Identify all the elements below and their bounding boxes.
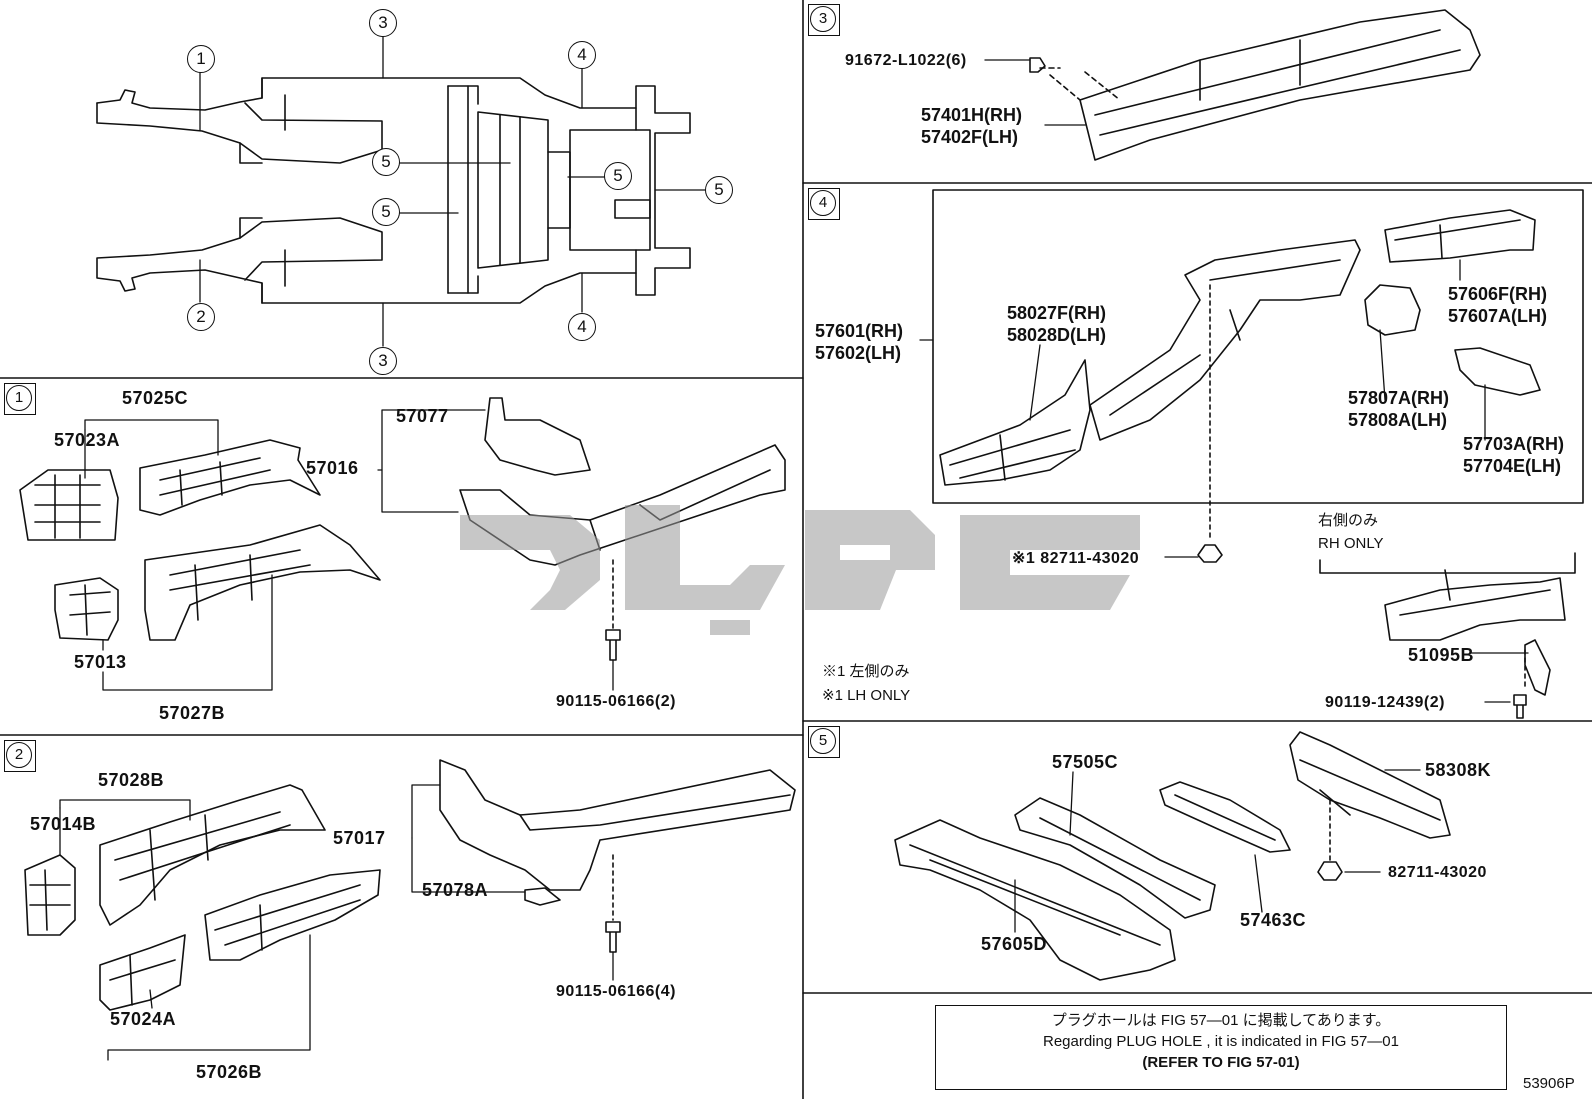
part-57703A-rh: 57703A(RH) <box>1463 434 1565 454</box>
bolt-90119-12439-2[interactable]: 90119-12439(2) <box>1325 694 1445 711</box>
part-57077[interactable]: 57077 <box>396 406 449 426</box>
part-57028B[interactable]: 57028B <box>98 770 165 790</box>
panel-number-4: 4 <box>808 188 840 220</box>
note-line-refer: (REFER TO FIG 57-01) <box>1142 1054 1300 1071</box>
plug-82711-43020[interactable]: 82711-43020 <box>1388 864 1487 881</box>
panel-number-5-circle: 5 <box>810 728 836 754</box>
part-57026B[interactable]: 57026B <box>196 1062 263 1082</box>
part-58027F-58028D[interactable]: 58027F(RH) 58028D(LH) <box>1007 302 1106 346</box>
callout-2: 2 <box>187 303 215 331</box>
part-57606F-rh: 57606F(RH) <box>1448 284 1548 304</box>
note-line-en: Regarding PLUG HOLE , it is indicated in… <box>1042 1033 1399 1050</box>
rh-only-jp: 右側のみ <box>1318 512 1379 529</box>
panel-number-1: 1 <box>4 383 36 415</box>
part-57402F-lh: 57402F(LH) <box>921 127 1019 147</box>
panel1-parts-drawing <box>19 397 786 661</box>
panel-number-1-circle: 1 <box>6 385 32 411</box>
part-57463C[interactable]: 57463C <box>1240 910 1307 930</box>
part-58028D-lh: 58028D(LH) <box>1007 325 1107 345</box>
part-51095B[interactable]: 51095B <box>1408 645 1475 665</box>
lh-only-note-en: ※1 LH ONLY <box>822 687 911 704</box>
part-57602-lh: 57602(LH) <box>815 343 902 363</box>
callout-5-b: 5 <box>372 198 400 226</box>
part-57505C[interactable]: 57505C <box>1052 752 1119 772</box>
bolt-90115-06166-2[interactable]: 90115-06166(2) <box>556 693 676 710</box>
part-57016[interactable]: 57016 <box>306 458 359 478</box>
part-57024A[interactable]: 57024A <box>110 1009 177 1029</box>
bolt-90115-06166-4[interactable]: 90115-06166(4) <box>556 983 676 1000</box>
part-57027B[interactable]: 57027B <box>159 703 226 723</box>
part-57808A-lh: 57808A(LH) <box>1348 410 1448 430</box>
figure-code: 53906P <box>1523 1075 1575 1092</box>
note-line-jp: プラグホールは FIG 57—01 に掲載してあります。 <box>1051 1012 1391 1029</box>
panel3-parts-drawing <box>1029 9 1481 161</box>
part-58308K[interactable]: 58308K <box>1425 760 1492 780</box>
panel-number-3: 3 <box>808 4 840 36</box>
callout-5-c: 5 <box>604 162 632 190</box>
leader-lines <box>59 35 1529 1061</box>
part-57606F-57607A[interactable]: 57606F(RH) 57607A(LH) <box>1448 283 1547 327</box>
callout-4-bottom: 4 <box>568 313 596 341</box>
part-57013[interactable]: 57013 <box>74 652 127 672</box>
plug-hole-reference-note: プラグホールは FIG 57—01 に掲載してあります。 Regarding P… <box>935 1005 1507 1090</box>
part-57807A-rh: 57807A(RH) <box>1348 388 1450 408</box>
panel-number-5: 5 <box>808 726 840 758</box>
panel-number-2: 2 <box>4 740 36 772</box>
rh-only-en: RH ONLY <box>1318 535 1384 552</box>
panel-number-2-circle: 2 <box>6 742 32 768</box>
part-57078A[interactable]: 57078A <box>422 880 489 900</box>
panel5-parts-drawing <box>894 731 1451 981</box>
callout-5-a: 5 <box>372 148 400 176</box>
callout-5-d: 5 <box>705 176 733 204</box>
panel2-parts-drawing <box>24 759 796 1011</box>
plug-82711-43020-lh[interactable]: ※1 82711-43020 <box>1012 550 1140 567</box>
panel-number-3-circle: 3 <box>810 6 836 32</box>
part-57601-57602[interactable]: 57601(RH) 57602(LH) <box>815 320 903 364</box>
part-57401H-57402F[interactable]: 57401H(RH) 57402F(LH) <box>921 104 1022 148</box>
callout-3-top: 3 <box>369 9 397 37</box>
part-58027F-rh: 58027F(RH) <box>1007 303 1107 323</box>
panel4-parts-drawing <box>932 189 1584 719</box>
part-57704E-lh: 57704E(LH) <box>1463 456 1562 476</box>
bolt-91672-L1022-6[interactable]: 91672-L1022(6) <box>845 52 967 69</box>
panel-number-4-circle: 4 <box>810 190 836 216</box>
part-57607A-lh: 57607A(LH) <box>1448 306 1548 326</box>
callout-1: 1 <box>187 45 215 73</box>
part-57605D[interactable]: 57605D <box>981 934 1048 954</box>
callout-4-top: 4 <box>568 41 596 69</box>
part-57023A[interactable]: 57023A <box>54 430 121 450</box>
part-57025C[interactable]: 57025C <box>122 388 189 408</box>
part-57017[interactable]: 57017 <box>333 828 386 848</box>
callout-3-bottom: 3 <box>369 347 397 375</box>
part-57014B[interactable]: 57014B <box>30 814 97 834</box>
part-57807A-57808A[interactable]: 57807A(RH) 57808A(LH) <box>1348 387 1449 431</box>
lh-only-note-jp: ※1 左側のみ <box>822 663 910 680</box>
underbody-overview-drawing <box>96 77 691 304</box>
part-57601-rh: 57601(RH) <box>815 321 904 341</box>
part-57703A-57704E[interactable]: 57703A(RH) 57704E(LH) <box>1463 433 1564 477</box>
part-57401H-rh: 57401H(RH) <box>921 105 1023 125</box>
